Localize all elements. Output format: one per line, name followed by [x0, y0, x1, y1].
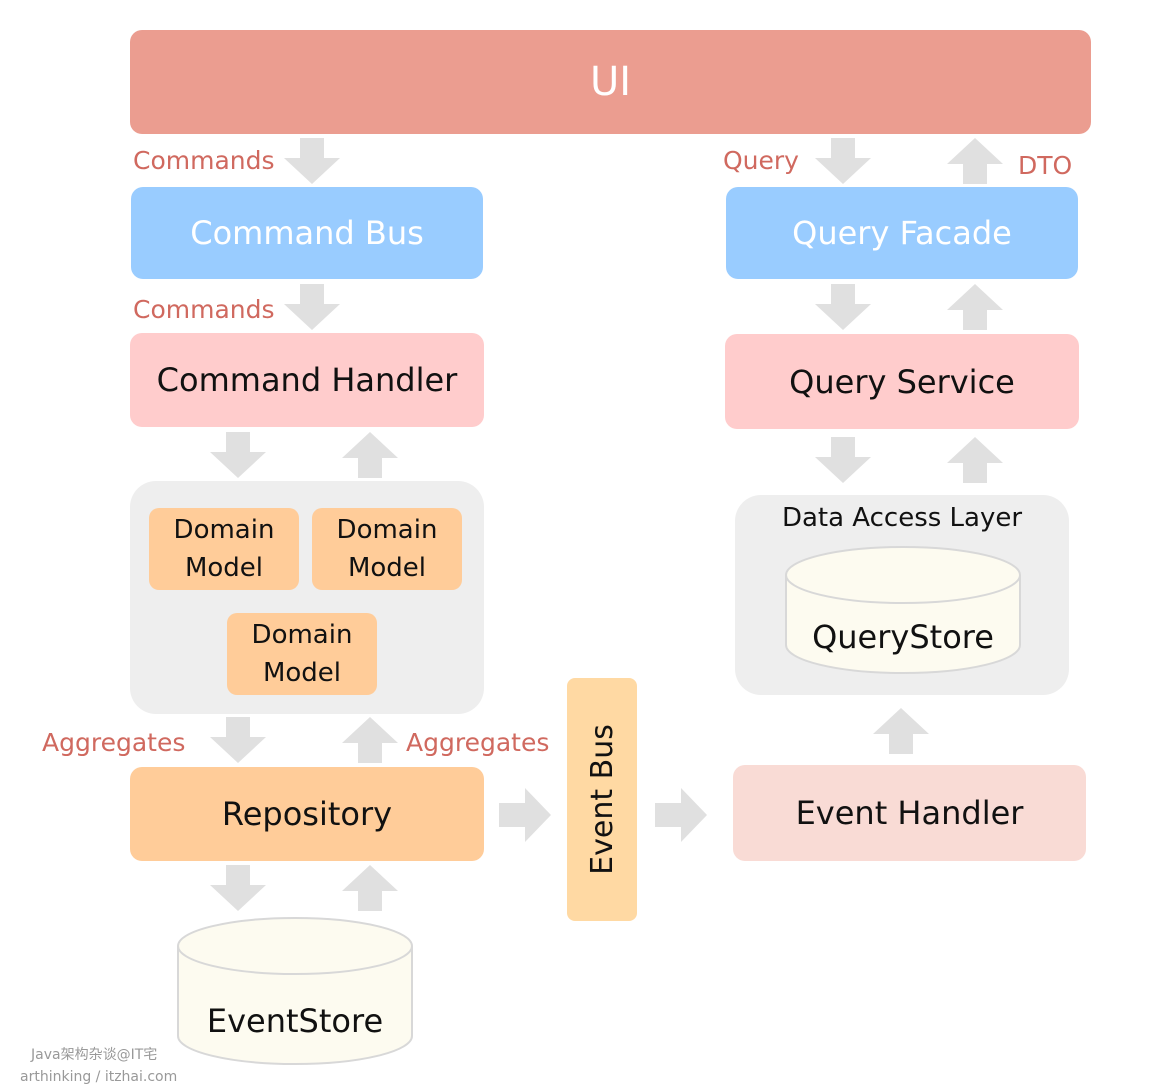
arrow-down-icon — [210, 717, 266, 763]
event-bus: Event Bus — [567, 678, 637, 921]
event-handler-label: Event Handler — [795, 794, 1024, 832]
arrow-right-icon — [499, 788, 551, 842]
query-label: Query — [723, 146, 799, 175]
arrow-down-icon — [815, 284, 871, 330]
arrow-up-icon — [947, 284, 1003, 330]
event-store-label: EventStore — [206, 1002, 384, 1040]
domain-model-2-label: Domain Model — [336, 515, 438, 583]
dto-label: DTO — [1018, 151, 1073, 180]
arrow-up-icon — [342, 717, 398, 763]
arrow-up-icon — [873, 708, 929, 754]
query-facade-label: Query Facade — [792, 214, 1012, 252]
domain-model-1-label: Domain Model — [173, 515, 275, 583]
query-facade: Query Facade — [726, 187, 1078, 279]
data-access-layer-title: Data Access Layer — [781, 503, 1023, 533]
ui-label: UI — [589, 59, 632, 105]
event-handler: Event Handler — [733, 765, 1086, 861]
watermark-line-2: arthinking / itzhai.com — [20, 1069, 178, 1085]
arrow-down-icon — [815, 437, 871, 483]
query-service: Query Service — [725, 334, 1079, 429]
query-service-label: Query Service — [789, 362, 1015, 401]
arrow-up-icon — [947, 437, 1003, 483]
watermark-line-1: Java架构杂谈@IT宅 — [31, 1047, 158, 1063]
arrow-down-icon — [815, 138, 871, 184]
arrow-down-icon — [210, 865, 266, 911]
domain-model-2: Domain Model — [312, 508, 462, 590]
arrow-up-icon — [342, 865, 398, 911]
query-store-cylinder — [785, 546, 1021, 674]
commands-label-top: Commands — [133, 146, 275, 175]
arrow-up-icon — [947, 138, 1003, 184]
aggregates-label-right: Aggregates — [406, 728, 550, 757]
arrow-right-icon — [655, 788, 707, 842]
command-handler-label: Command Handler — [156, 361, 458, 399]
ui-layer: UI — [130, 30, 1091, 134]
command-handler: Command Handler — [130, 333, 484, 427]
query-store-label: QueryStore — [812, 618, 994, 656]
repository-label: Repository — [221, 795, 393, 833]
arrow-down-icon — [210, 432, 266, 478]
domain-model-3: Domain Model — [227, 613, 377, 695]
event-bus-label: Event Bus — [584, 724, 620, 875]
arrow-up-icon — [342, 432, 398, 478]
command-bus-label: Command Bus — [190, 214, 424, 252]
commands-label-mid: Commands — [133, 295, 275, 324]
repository: Repository — [130, 767, 484, 861]
domain-model-3-label: Domain Model — [251, 620, 353, 688]
domain-model-1: Domain Model — [149, 508, 299, 590]
arrow-down-icon — [284, 284, 340, 330]
arrow-down-icon — [284, 138, 340, 184]
aggregates-label-left: Aggregates — [42, 728, 186, 757]
command-bus: Command Bus — [131, 187, 483, 279]
event-store-cylinder — [177, 917, 413, 1065]
